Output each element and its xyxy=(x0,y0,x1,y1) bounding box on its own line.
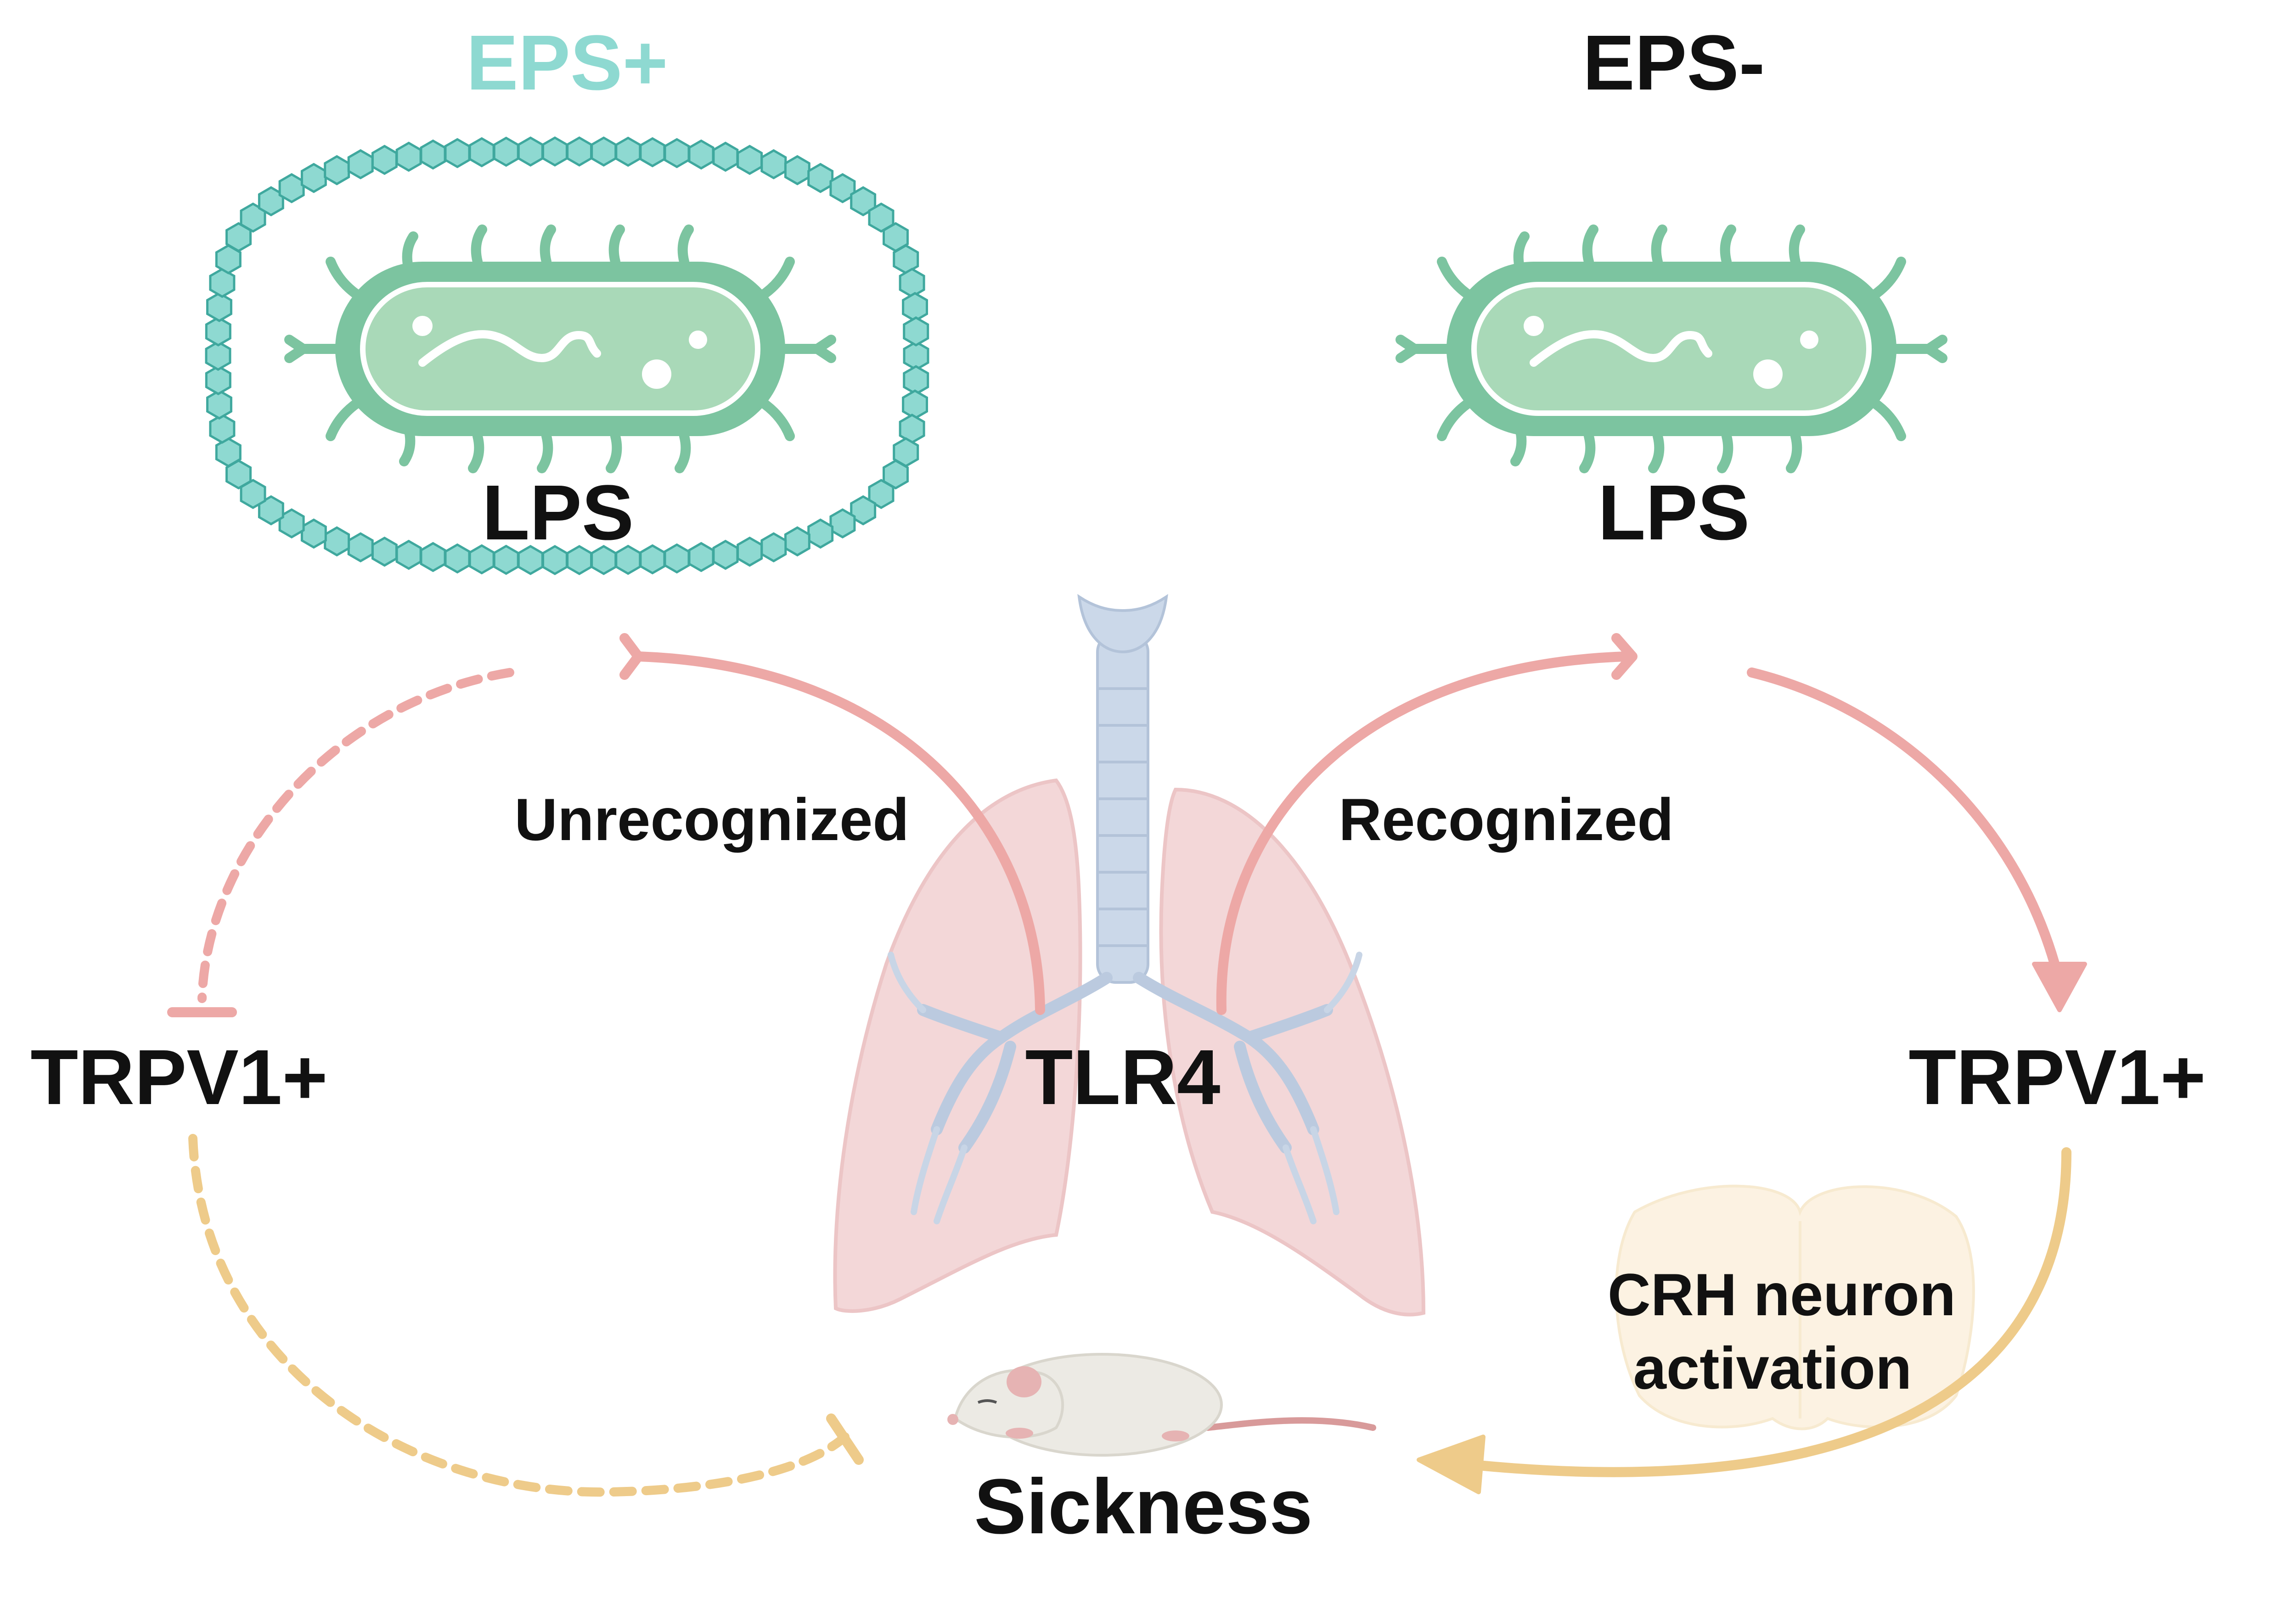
capsule-hexagon xyxy=(829,508,856,538)
recognized-pathway-arrow xyxy=(1216,651,1631,1015)
capsule-hexagon xyxy=(903,365,929,395)
trpv1-to-sickness-arrow xyxy=(1464,1147,2071,1477)
lps-to-trpv1-arrowhead xyxy=(2032,962,2087,1012)
capsule-hexagon xyxy=(850,186,877,217)
capsule-hexagon xyxy=(829,173,856,203)
capsule-hexagon xyxy=(215,244,242,275)
capsule-hexagon xyxy=(300,163,327,193)
capsule-hexagon xyxy=(902,292,928,322)
capsule-hexagon xyxy=(712,539,739,570)
capsule-hexagon xyxy=(784,155,810,185)
capsule-hexagon xyxy=(395,141,422,172)
lps-left-label: LPS xyxy=(482,469,634,556)
mouse-icon xyxy=(947,1353,1376,1457)
capsule-hexagon xyxy=(517,136,544,167)
capsule-hexagon xyxy=(206,292,232,322)
capsule-hexagon xyxy=(420,542,446,572)
capsule-hexagon xyxy=(850,495,877,526)
trpv1-to-sickness-arrowhead xyxy=(1417,1435,1486,1494)
capsule-hexagon xyxy=(893,244,919,275)
unrecognized-block-cap xyxy=(619,633,643,680)
capsule-hexagon xyxy=(444,138,471,168)
capsule-hexagon xyxy=(225,459,252,490)
trpv1-right-label: TRPV1+ xyxy=(1908,1034,2206,1121)
capsule-hexagon xyxy=(493,136,519,167)
capsule-hexagon xyxy=(278,173,305,203)
capsule-hexagon xyxy=(664,138,690,168)
capsule-hexagon xyxy=(347,149,374,179)
capsule-hexagon xyxy=(209,414,236,444)
capsule-hexagon xyxy=(737,536,763,567)
brain-section-icon xyxy=(1615,1184,1975,1430)
bacterium-eps-minus-icon xyxy=(1401,230,1942,468)
eps-capsule-icon xyxy=(205,136,929,575)
capsule-hexagon xyxy=(807,518,834,549)
capsule-hexagon xyxy=(639,544,666,575)
capsule-hexagon xyxy=(371,145,398,175)
capsule-hexagon xyxy=(712,141,739,172)
capsule-hexagon xyxy=(420,139,446,170)
capsule-hexagon xyxy=(347,532,374,563)
capsule-hexagon xyxy=(324,155,350,185)
lps-to-trpv1-arrow xyxy=(1747,667,2062,978)
capsule-hexagon xyxy=(883,459,909,490)
recognized-block-cap xyxy=(1611,633,1638,680)
capsule-hexagon xyxy=(899,268,925,298)
capsule-hexagon xyxy=(868,479,895,509)
capsule-hexagon xyxy=(903,316,929,347)
capsule-hexagon xyxy=(205,365,231,395)
eps-plus-label: EPS+ xyxy=(466,19,668,107)
eps-to-trpv1-dashed-arrow xyxy=(197,668,514,1003)
capsule-hexagon xyxy=(566,136,592,167)
capsule-hexagon xyxy=(205,316,231,347)
capsule-hexagon xyxy=(902,389,928,420)
capsule-hexagon xyxy=(209,268,236,298)
capsule-hexagon xyxy=(205,341,231,371)
capsule-hexagon xyxy=(371,536,398,567)
sickness-label: Sickness xyxy=(974,1463,1312,1550)
capsule-hexagon xyxy=(300,518,327,549)
capsule-hexagon xyxy=(615,136,642,167)
unrecognized-label: Unrecognized xyxy=(514,786,909,853)
capsule-hexagon xyxy=(395,539,422,570)
trpv1-left-label: TRPV1+ xyxy=(30,1034,327,1121)
tlr4-label: TLR4 xyxy=(1025,1034,1221,1121)
capsule-hexagon xyxy=(639,137,666,168)
capsule-hexagon xyxy=(784,526,810,557)
capsule-hexagon xyxy=(324,526,350,557)
capsule-hexagon xyxy=(760,532,787,563)
capsule-hexagon xyxy=(215,437,242,468)
capsule-hexagon xyxy=(591,136,617,167)
capsule-hexagon xyxy=(688,542,715,572)
capsule-hexagon xyxy=(760,149,787,179)
lps-right-label: LPS xyxy=(1598,469,1750,556)
capsule-hexagon xyxy=(542,136,568,167)
crh-neuron-label-line2: activation xyxy=(1633,1335,1912,1402)
capsule-hexagon xyxy=(899,414,925,444)
capsule-hexagon xyxy=(807,163,834,193)
trpv1-to-sickness-dashed-arrow xyxy=(188,1134,850,1497)
bacterium-eps-plus-icon xyxy=(289,230,831,468)
unrecognized-pathway-arrow xyxy=(633,651,1045,1015)
capsule-hexagon xyxy=(868,202,895,233)
capsule-hexagon xyxy=(664,543,690,574)
capsule-hexagon xyxy=(206,389,232,420)
capsule-hexagon xyxy=(688,139,715,170)
trpv1-to-sickness-block-cap xyxy=(826,1413,864,1465)
eps-minus-label: EPS- xyxy=(1583,19,1765,107)
capsule-hexagon xyxy=(737,145,763,175)
recognized-label: Recognized xyxy=(1339,786,1674,853)
capsule-hexagon xyxy=(444,543,471,574)
crh-neuron-label-line1: CRH neuron xyxy=(1608,1261,1956,1328)
capsule-hexagon xyxy=(468,137,495,168)
lungs-icon xyxy=(833,594,1426,1317)
